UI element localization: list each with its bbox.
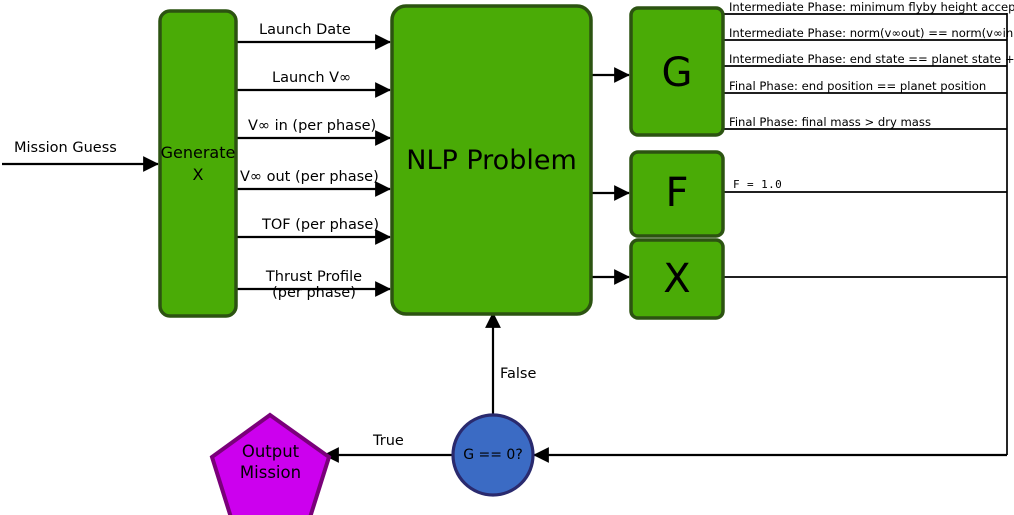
thrust-profile-line2: (per phase) bbox=[272, 285, 356, 302]
objective-label: F = 1.0 bbox=[733, 178, 783, 191]
node-f-box[interactable] bbox=[629, 150, 725, 238]
node-nlp-problem[interactable] bbox=[390, 4, 593, 316]
false-branch-label: False bbox=[500, 366, 537, 382]
constraint-label-4: Final Phase: end position == planet posi… bbox=[729, 79, 987, 93]
node-decision-circle[interactable] bbox=[451, 413, 535, 497]
edge-label-vinf-out: V∞ out (per phase) bbox=[240, 169, 379, 185]
node-g-box[interactable] bbox=[629, 6, 725, 137]
node-output-mission[interactable] bbox=[209, 412, 332, 515]
true-branch-label: True bbox=[373, 433, 404, 449]
thrust-profile-line1: Thrust Profile bbox=[265, 269, 363, 285]
constraint-label-5: Final Phase: final mass > dry mass bbox=[729, 115, 931, 129]
edge-label-tof: TOF (per phase) bbox=[262, 217, 379, 233]
node-x-box[interactable] bbox=[629, 238, 725, 320]
mission-guess-label: Mission Guess bbox=[14, 140, 117, 156]
constraint-label-2: Intermediate Phase: norm(v∞out) == norm(… bbox=[729, 26, 1014, 40]
constraint-label-3: Intermediate Phase: end state == planet … bbox=[729, 52, 1014, 66]
edge-label-launch-vinf: Launch V∞ bbox=[272, 70, 352, 86]
edge-label-launch-date: Launch Date bbox=[259, 22, 351, 38]
constraint-label-1: Intermediate Phase: minimum flyby height… bbox=[729, 0, 1014, 14]
edge-label-thrust-profile: Thrust Profile (per phase) bbox=[244, 269, 384, 301]
node-generate-x[interactable] bbox=[158, 9, 238, 318]
edge-label-vinf-in: V∞ in (per phase) bbox=[248, 118, 377, 134]
